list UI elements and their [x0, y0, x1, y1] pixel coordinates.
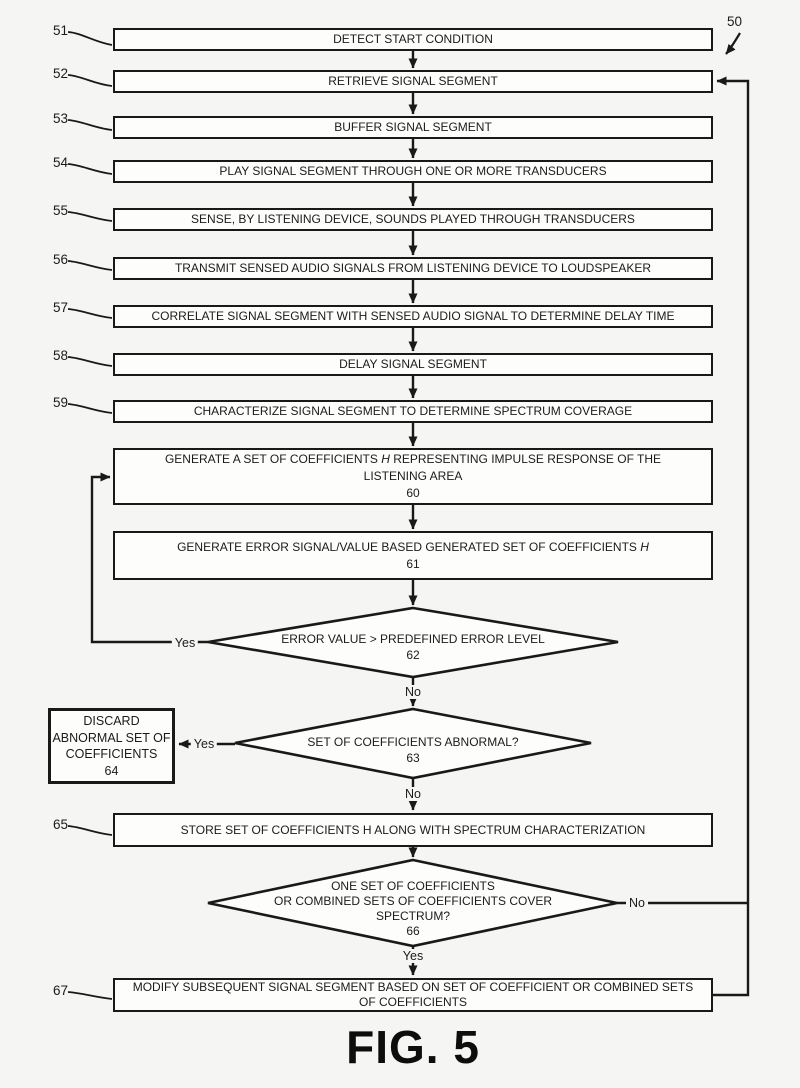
decision-63-ref: 63	[406, 751, 420, 765]
leader-line-54	[67, 163, 113, 175]
decision-66-line2: OR COMBINED SETS OF COEFFICIENTS COVER	[273, 894, 553, 908]
leader-line-55	[67, 211, 113, 222]
process-box-58-label: DELAY SIGNAL SEGMENT	[339, 357, 487, 372]
leader-line-58	[67, 356, 113, 367]
process-box-56: TRANSMIT SENSED AUDIO SIGNALS FROM LISTE…	[113, 257, 713, 280]
decision-62-text: ERROR VALUE > PREDEFINED ERROR LEVEL 62	[238, 631, 588, 663]
decision-62-ref: 62	[406, 648, 420, 662]
coefficients-symbol-h: H	[381, 452, 390, 466]
process-box-61: GENERATE ERROR SIGNAL/VALUE BASED GENERA…	[113, 531, 713, 580]
branch-label-no-63: No	[402, 787, 424, 801]
process-box-65-label: STORE SET OF COEFFICIENTS H ALONG WITH S…	[180, 822, 646, 837]
ref-label-52: 52	[52, 66, 68, 81]
leader-line-52	[67, 74, 113, 87]
feedback-line-62-yes-to-60	[90, 472, 208, 644]
process-box-67-line1: MODIFY SUBSEQUENT SIGNAL SEGMENT BASED O…	[132, 980, 694, 994]
decision-66-text: ONE SET OF COEFFICIENTS OR COMBINED SETS…	[233, 879, 593, 939]
process-box-58: DELAY SIGNAL SEGMENT	[113, 353, 713, 376]
figure-title: FIG. 5	[346, 1021, 480, 1073]
decision-63-text: SET OF COEFFICIENTS ABNORMAL? 63	[258, 734, 568, 766]
leader-line-56	[67, 260, 113, 271]
leader-line-59	[67, 403, 113, 414]
process-box-64-line2: ABNORMAL SET OF	[52, 730, 171, 745]
ref-label-58: 58	[52, 348, 68, 363]
process-box-59: CHARACTERIZE SIGNAL SEGMENT TO DETERMINE…	[113, 400, 713, 423]
process-box-57: CORRELATE SIGNAL SEGMENT WITH SENSED AUD…	[113, 305, 713, 328]
branch-label-no-66: No	[626, 896, 648, 910]
process-box-67-line2: OF COEFFICIENTS	[359, 995, 467, 1009]
process-box-60-line1-pre: GENERATE A SET OF COEFFICIENTS	[164, 452, 382, 466]
process-box-64-ref: 64	[104, 763, 119, 778]
process-box-51: DETECT START CONDITION	[113, 28, 713, 51]
process-box-53-label: BUFFER SIGNAL SEGMENT	[334, 120, 492, 135]
leader-line-67	[67, 991, 113, 1000]
leader-line-65	[67, 825, 113, 836]
ref-label-54: 54	[52, 155, 68, 170]
process-box-57-label: CORRELATE SIGNAL SEGMENT WITH SENSED AUD…	[151, 309, 675, 324]
process-box-60-ref: 60	[406, 486, 420, 500]
ref-label-57: 57	[52, 300, 68, 315]
branch-label-yes-63: Yes	[190, 737, 218, 751]
process-box-56-label: TRANSMIT SENSED AUDIO SIGNALS FROM LISTE…	[174, 261, 652, 276]
leader-line-57	[67, 308, 113, 319]
process-box-61-line1-pre: GENERATE ERROR SIGNAL/VALUE BASED GENERA…	[177, 539, 641, 554]
process-box-52: RETRIEVE SIGNAL SEGMENT	[113, 70, 713, 93]
leader-line-51	[67, 31, 113, 46]
process-box-64: DISCARD ABNORMAL SET OF COEFFICIENTS 64	[48, 708, 175, 784]
process-box-60-line2: LISTENING AREA	[363, 469, 463, 483]
process-box-55-label: SENSE, BY LISTENING DEVICE, SOUNDS PLAYE…	[191, 212, 635, 227]
process-box-54-label: PLAY SIGNAL SEGMENT THROUGH ONE OR MORE …	[219, 164, 607, 179]
branch-label-no-62: No	[402, 685, 424, 699]
coefficients-symbol-h: H	[640, 539, 649, 554]
process-box-64-line1: DISCARD	[83, 714, 140, 728]
branch-label-yes-66: Yes	[399, 949, 427, 963]
ref-label-51: 51	[52, 23, 68, 38]
decision-66-ref: 66	[406, 924, 420, 938]
ref-label-53: 53	[52, 111, 68, 126]
process-box-60-line1-post: REPRESENTING IMPULSE RESPONSE OF THE	[389, 452, 662, 466]
branch-label-yes-62: Yes	[171, 636, 199, 650]
ref-label-56: 56	[52, 252, 68, 267]
process-box-59-label: CHARACTERIZE SIGNAL SEGMENT TO DETERMINE…	[193, 404, 633, 419]
decision-63-question: SET OF COEFFICIENTS ABNORMAL?	[307, 735, 519, 749]
ref-label-65: 65	[52, 817, 68, 832]
feedback-line-67-to-52	[713, 76, 750, 997]
process-box-61-line1: GENERATE ERROR SIGNAL/VALUE BASED GENERA…	[115, 539, 711, 556]
ref-label-59: 59	[52, 395, 68, 410]
process-box-65: STORE SET OF COEFFICIENTS H ALONG WITH S…	[113, 813, 713, 847]
decision-66-line3: SPECTRUM?	[375, 909, 450, 923]
process-box-55: SENSE, BY LISTENING DEVICE, SOUNDS PLAYE…	[113, 208, 713, 231]
leader-line-53	[67, 119, 113, 131]
process-box-64-line3: COEFFICIENTS	[65, 747, 158, 761]
ref-label-67: 67	[52, 983, 68, 998]
decision-66-line1: ONE SET OF COEFFICIENTS	[331, 879, 495, 893]
process-box-61-ref: 61	[406, 556, 420, 571]
decision-62-question: ERROR VALUE > PREDEFINED ERROR LEVEL	[281, 632, 545, 646]
process-box-54: PLAY SIGNAL SEGMENT THROUGH ONE OR MORE …	[113, 160, 713, 183]
process-box-60-line1: GENERATE A SET OF COEFFICIENTS H REPRESE…	[115, 451, 711, 468]
process-box-60: GENERATE A SET OF COEFFICIENTS H REPRESE…	[113, 448, 713, 505]
diagram-ref-pointer-50	[725, 32, 741, 55]
process-box-51-label: DETECT START CONDITION	[333, 32, 493, 47]
process-box-53: BUFFER SIGNAL SEGMENT	[113, 116, 713, 139]
ref-label-50: 50	[727, 14, 743, 29]
process-box-52-label: RETRIEVE SIGNAL SEGMENT	[328, 74, 498, 89]
leader-lines	[67, 31, 741, 1000]
ref-label-55: 55	[52, 203, 68, 218]
process-box-67: MODIFY SUBSEQUENT SIGNAL SEGMENT BASED O…	[113, 978, 713, 1012]
